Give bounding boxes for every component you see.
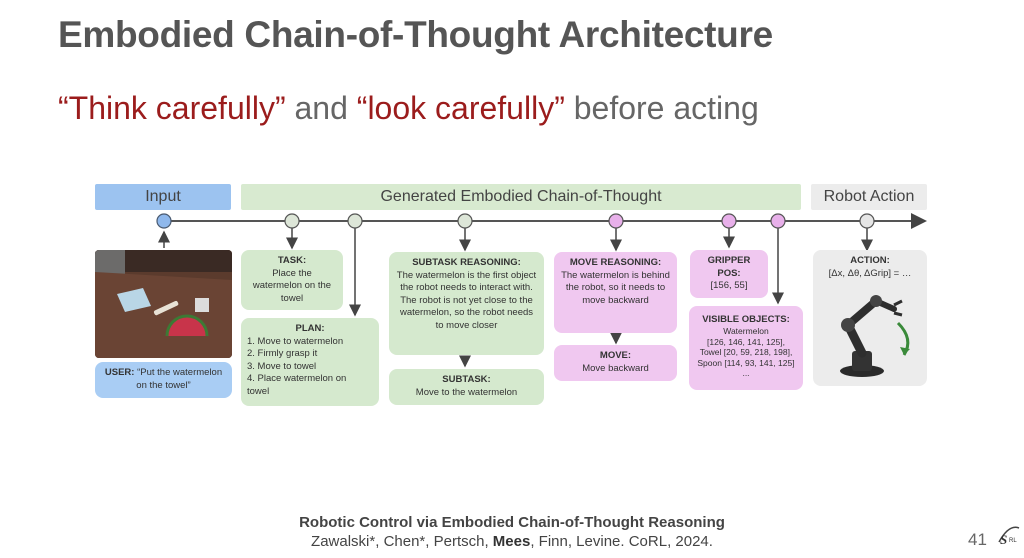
srl-logo: S RL: [996, 522, 1022, 548]
robot-arm-image: [818, 283, 926, 383]
header-cot: Generated Embodied Chain-of-Thought: [241, 184, 801, 210]
action-label: ACTION:: [850, 255, 890, 266]
watermelon-shape: [167, 316, 207, 336]
node-action: [859, 213, 875, 229]
task-text: Place the watermelon on the towel: [252, 267, 332, 304]
towel-shape: [117, 288, 151, 312]
visible-objects-label: VISIBLE OBJECTS:: [702, 314, 790, 325]
citation-title: Robotic Control via Embodied Chain-of-Th…: [299, 514, 725, 531]
node-subtask: [457, 213, 473, 229]
visible-objects-box: VISIBLE OBJECTS: Watermelon [126, 146, 1…: [689, 306, 803, 390]
move-label: MOVE:: [599, 350, 632, 361]
move-reasoning-box: MOVE REASONING: The watermelon is behind…: [554, 252, 677, 333]
visible-object-line: Watermelon: [723, 326, 769, 336]
node-plan: [347, 213, 363, 229]
header-robot-action: Robot Action: [811, 184, 927, 210]
citation-authors: Zawalski*, Chen*, Pertsch, Mees, Finn, L…: [0, 533, 1024, 550]
node-gripper: [721, 213, 737, 229]
visible-object-line: [126, 146, 141, 125],: [707, 336, 785, 347]
task-label: TASK:: [277, 255, 307, 266]
plan-item: 1. Move to watermelon: [247, 335, 344, 347]
scene-photo: [95, 250, 232, 358]
slide-title: Embodied Chain-of-Thought Architecture: [58, 14, 773, 55]
move-reasoning-label: MOVE REASONING:: [569, 257, 662, 268]
subtitle-think: “Think carefully”: [58, 90, 286, 126]
subtask-reasoning-label: SUBTASK REASONING:: [412, 257, 521, 268]
authors-after: , Finn, Levine. CoRL, 2024.: [530, 533, 713, 550]
subtask-box: SUBTASK: Move to the watermelon: [389, 369, 544, 405]
plan-label: PLAN:: [295, 323, 325, 334]
subtask-text: Move to the watermelon: [415, 386, 518, 398]
plan-list: 1. Move to watermelon 2. Firmly grasp it…: [247, 336, 373, 399]
user-instruction-box: USER: “Put the watermelon on the towel”: [95, 362, 232, 398]
visible-object-line: Towel [20, 59, 218, 198],: [699, 347, 793, 357]
move-text: Move backward: [582, 362, 649, 374]
plan-item: 2. Firmly grasp it: [247, 348, 318, 359]
page-number: 41: [968, 530, 987, 549]
move-box: MOVE: Move backward: [554, 345, 677, 381]
node-visible-objects: [770, 213, 786, 229]
spoon-shape: [153, 300, 179, 316]
header-input: Input: [95, 184, 231, 210]
svg-text:RL: RL: [1009, 538, 1017, 544]
subtask-reasoning-box: SUBTASK REASONING: The watermelon is the…: [389, 252, 544, 355]
gripper-pos-label: GRIPPER POS:: [707, 255, 751, 279]
user-instruction-text: “Put the watermelon on the towel”: [134, 367, 223, 391]
subtask-label: SUBTASK:: [442, 374, 491, 385]
node-task: [284, 213, 300, 229]
node-move: [608, 213, 624, 229]
subtitle-look: “look carefully”: [356, 90, 565, 126]
visible-object-line: Spoon [114, 93, 141, 125]: [697, 357, 795, 368]
plan-box: PLAN: 1. Move to watermelon 2. Firmly gr…: [241, 318, 379, 406]
visible-object-line: ...: [742, 368, 750, 378]
move-reasoning-text: The watermelon is behind the robot, so i…: [561, 269, 670, 306]
plan-item: towel: [247, 385, 270, 397]
user-label: USER:: [104, 367, 135, 378]
plan-item: 4. Place watermelon on: [247, 373, 347, 384]
gripper-pos-box: GRIPPER POS: [156, 55]: [690, 250, 768, 298]
svg-text:S: S: [1000, 532, 1007, 547]
action-text: [Δx, Δθ, ΔGrip] = …: [828, 267, 912, 279]
subtitle-rest: before acting: [564, 90, 759, 126]
gripper-pos-value: [156, 55]: [710, 280, 748, 291]
plan-item: 3. Move to towel: [247, 360, 317, 372]
node-input: [156, 213, 172, 229]
authors-before: Zawalski*, Chen*, Pertsch,: [311, 533, 493, 550]
subtask-reasoning-text: The watermelon is the first object the r…: [396, 269, 537, 331]
slide-subtitle: “Think carefully” and “look carefully” b…: [58, 90, 759, 127]
authors-bold: Mees: [492, 533, 531, 550]
subtitle-and: and: [285, 90, 357, 126]
task-box: TASK: Place the watermelon on the towel: [241, 250, 343, 310]
